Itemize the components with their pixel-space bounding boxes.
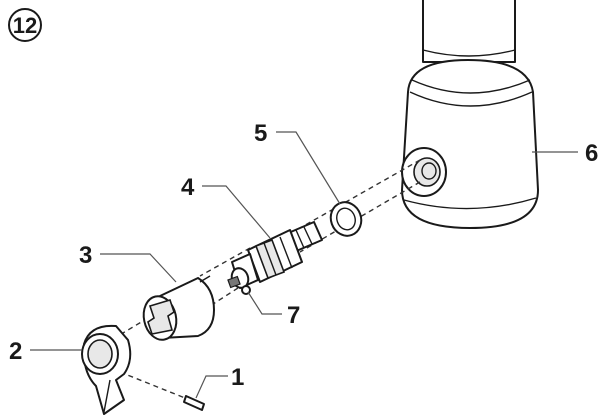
callout-5: 5 bbox=[254, 120, 267, 147]
axis-line-pin bbox=[119, 371, 191, 401]
axis-line-cartridge bbox=[199, 247, 251, 277]
callout-3: 3 bbox=[79, 242, 92, 269]
callout-4: 4 bbox=[181, 174, 195, 201]
part-6-faucet-body bbox=[401, 0, 539, 229]
axis-line-upper bbox=[299, 159, 421, 229]
cartridge-thread-1 bbox=[295, 229, 305, 249]
callout-1: 1 bbox=[231, 364, 244, 391]
leader-1 bbox=[195, 375, 228, 399]
adapter-socket bbox=[147, 299, 175, 335]
callout-6: 6 bbox=[585, 140, 598, 167]
axis-line-adapter bbox=[209, 287, 239, 307]
leader-4 bbox=[202, 185, 271, 239]
cartridge-ring-line bbox=[279, 236, 293, 269]
body-lower-contour bbox=[403, 197, 537, 210]
part-4-cartridge bbox=[227, 221, 323, 289]
callout-labels: 1 2 3 4 5 6 7 bbox=[9, 120, 598, 391]
handle-lever-edge bbox=[103, 379, 111, 413]
pin-body bbox=[183, 395, 205, 411]
adapter-pin-stub bbox=[199, 275, 211, 283]
step-number: 12 bbox=[13, 13, 37, 38]
part-5-o-ring bbox=[329, 201, 363, 237]
step-badge: 12 bbox=[8, 8, 42, 42]
callout-7: 7 bbox=[287, 302, 300, 329]
part-3-adapter bbox=[142, 275, 215, 341]
cartridge-thread-2 bbox=[303, 226, 313, 245]
body-rim-line bbox=[411, 79, 531, 94]
step-badge-circle bbox=[8, 8, 42, 42]
cartridge-hex-line bbox=[263, 242, 277, 276]
assembly-axis-lines bbox=[117, 159, 421, 401]
part-2-lever-handle bbox=[81, 324, 132, 415]
part-1-pin bbox=[183, 395, 205, 411]
leader-3 bbox=[100, 253, 177, 283]
body-rim-line-2 bbox=[409, 91, 533, 107]
callout-2: 2 bbox=[9, 338, 22, 365]
pipe-ring bbox=[422, 49, 516, 57]
o-ring-inner bbox=[336, 207, 356, 231]
leader-lines bbox=[30, 131, 578, 399]
leader-5 bbox=[276, 131, 341, 205]
cartridge-spindle bbox=[227, 275, 241, 289]
handle-cap-inner bbox=[87, 339, 113, 369]
body-bore-inner bbox=[421, 162, 437, 180]
leader-7 bbox=[247, 291, 282, 315]
